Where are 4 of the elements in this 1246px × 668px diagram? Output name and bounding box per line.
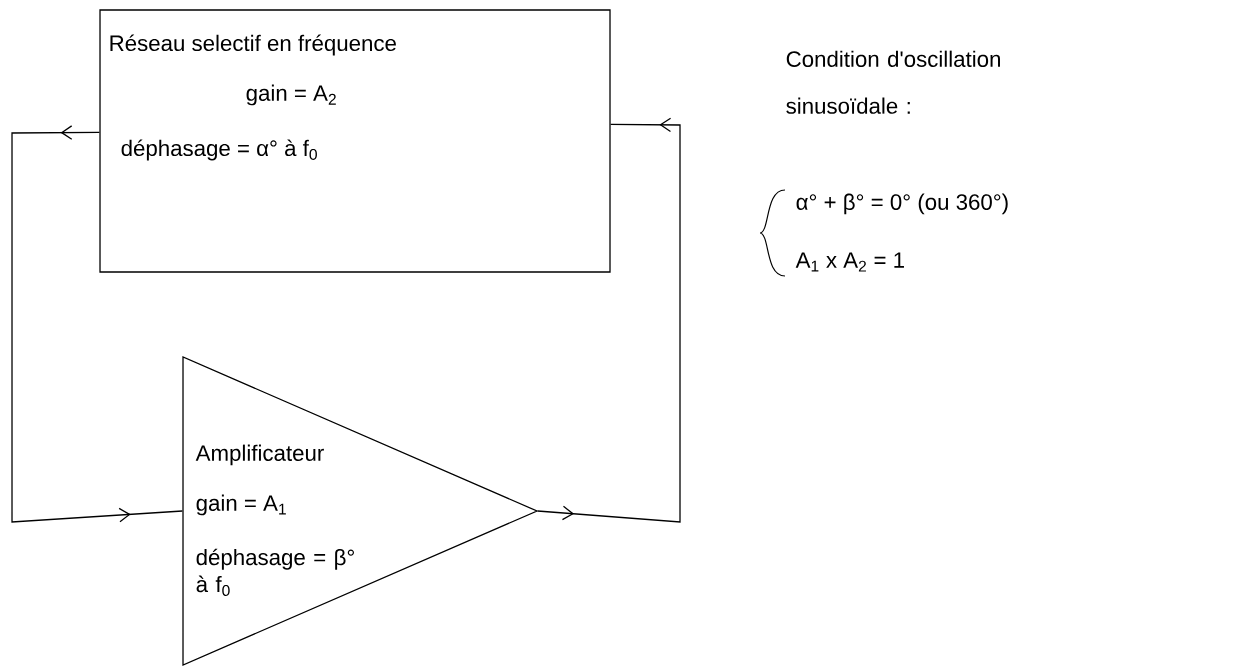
process-box: Réseau selectif en fréquence gain = A$_{2}$ déphasage = α° à f$_{0}$ [99,9,611,273]
equation: α° + β° = 0° (ou 360°) [796,193,1008,215]
equation: A$_{1}$ x A$_{2}$ = 1 [795,252,904,272]
condition-heading: Condition d'oscillation sinusoïdale : [786,50,1000,114]
